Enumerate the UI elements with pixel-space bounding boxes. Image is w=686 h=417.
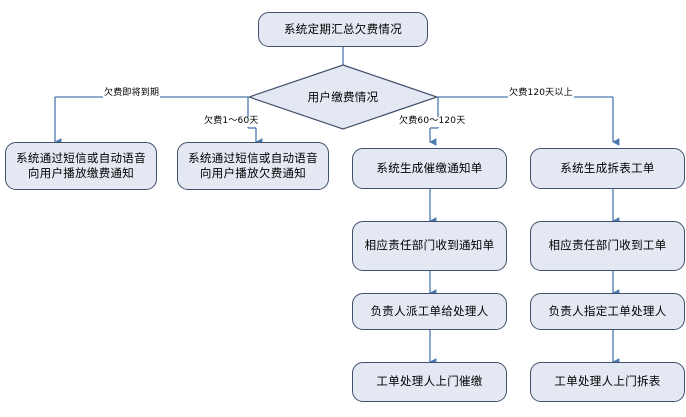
node-decision-payment-status[interactable]: 用户缴费情况 (248, 64, 438, 130)
edge-label-branch2: 欠费1～60天 (203, 116, 260, 127)
node-col3-dept-receives-notice[interactable]: 相应责任部门收到通知单 (352, 221, 507, 271)
node-col4-onsite-meter-removal[interactable]: 工单处理人上门拆表 (530, 362, 685, 402)
node-col1-notify-payment[interactable]: 系统通过短信或自动语音向用户播放缴费通知 (5, 142, 157, 190)
diamond-shape (248, 64, 438, 130)
node-summary-arrears[interactable]: 系统定期汇总欠费情况 (258, 12, 428, 47)
decision-label: 用户缴费情况 (307, 90, 379, 104)
node-col4-generate-removal-order[interactable]: 系统生成拆表工单 (530, 148, 685, 189)
node-col4-dept-receives-order[interactable]: 相应责任部门收到工单 (530, 221, 685, 271)
node-col4-designate-handler[interactable]: 负责人指定工单处理人 (530, 293, 685, 330)
node-col2-notify-arrears[interactable]: 系统通过短信或自动语音向用户播放欠费通知 (177, 142, 329, 190)
edge-label-branch3: 欠费60～120天 (398, 116, 467, 127)
edge-label-branch1: 欠费即将到期 (103, 88, 161, 99)
node-col3-generate-notice[interactable]: 系统生成催缴通知单 (352, 148, 507, 189)
node-col3-assign-worker[interactable]: 负责人派工单给处理人 (352, 293, 507, 330)
edge-label-branch4: 欠费120天以上 (508, 88, 574, 99)
node-col3-onsite-collection[interactable]: 工单处理人上门催缴 (352, 362, 507, 402)
